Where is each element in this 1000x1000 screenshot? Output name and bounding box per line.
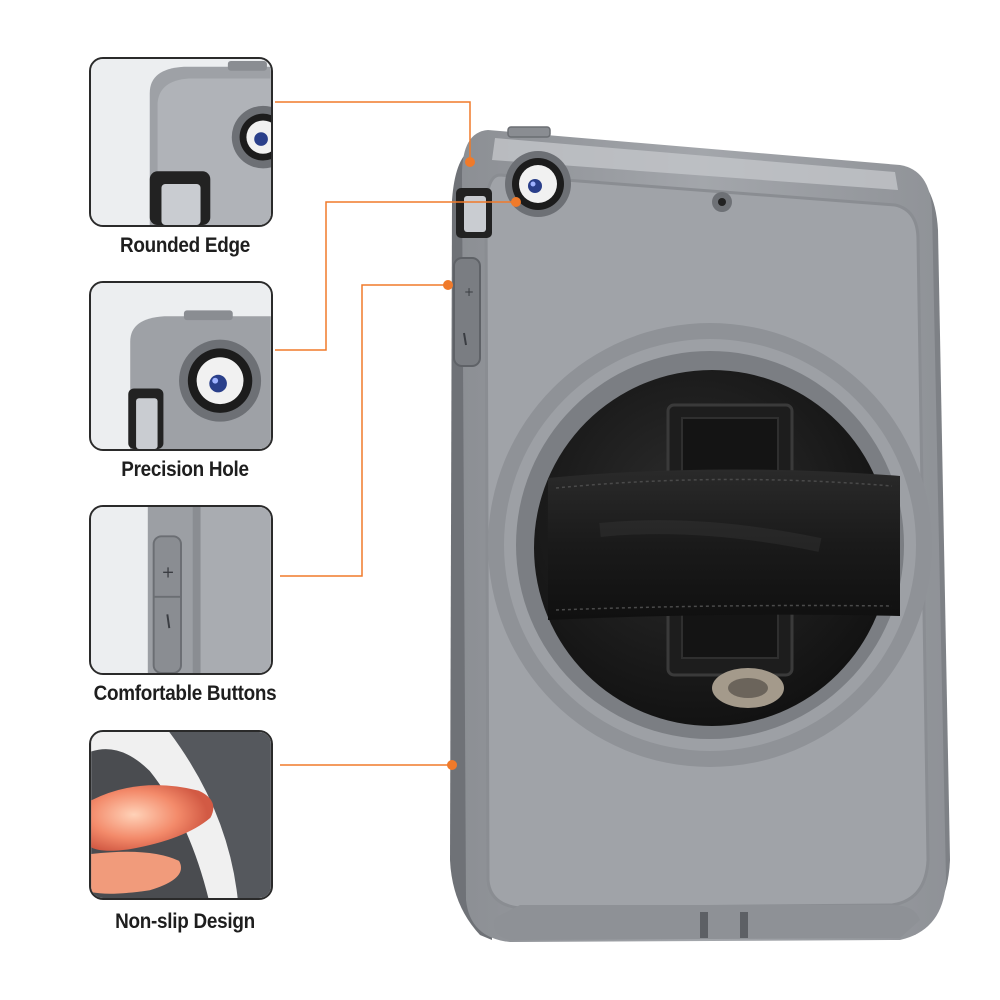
caption-rounded-edge: Rounded Edge (119, 234, 251, 257)
thumbnail-precision-hole (89, 281, 273, 451)
caption-precision-hole: Precision Hole (121, 458, 249, 481)
thumbnail-non-slip-design (89, 730, 273, 900)
non-slip-icon (91, 732, 271, 898)
buttons-icon: + (91, 507, 271, 673)
svg-text:+: + (464, 285, 474, 299)
rounded-edge-icon (91, 59, 271, 225)
svg-text:+: + (161, 563, 174, 581)
hand-strap (548, 469, 900, 620)
precision-hole-icon (91, 283, 271, 449)
caption-non-slip-design: Non-slip Design (115, 910, 255, 933)
thumbnail-rounded-edge (89, 57, 273, 227)
thumbnail-comfortable-buttons: + (89, 505, 273, 675)
connector-dots (443, 157, 521, 770)
connector-lines (275, 101, 516, 766)
caption-comfortable-buttons: Comfortable Buttons (93, 682, 277, 705)
